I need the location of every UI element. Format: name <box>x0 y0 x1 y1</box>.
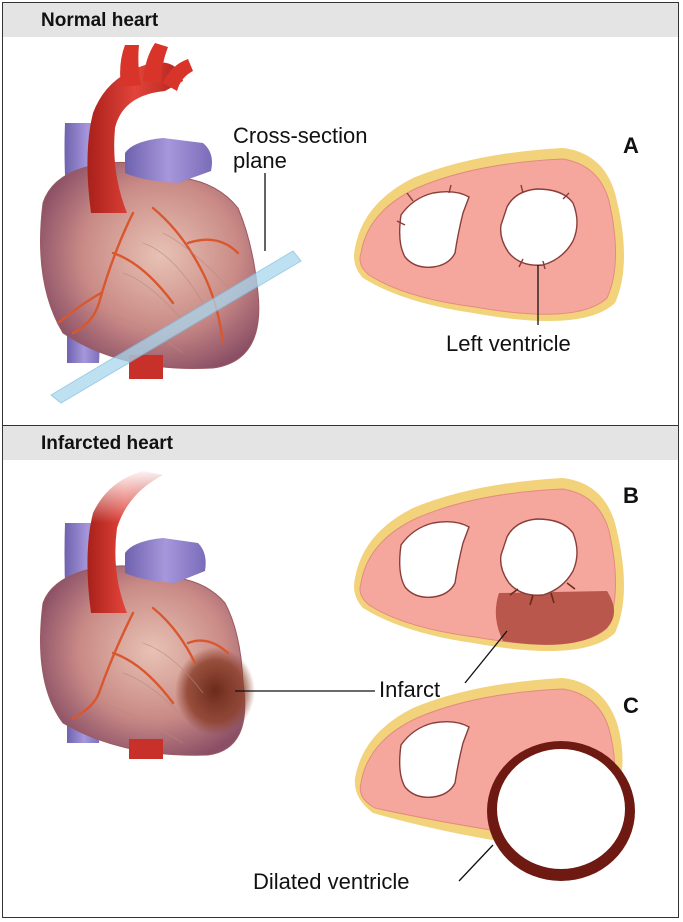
cross-section-label-line1: Cross-section <box>233 123 367 148</box>
infarct-label: Infarct <box>379 677 440 702</box>
cross-section-b <box>354 478 624 683</box>
cross-section-label: Cross-section plane <box>233 123 367 174</box>
left-ventricle-label: Left ventricle <box>446 331 571 356</box>
normal-heart-illustration <box>41 43 302 403</box>
cross-section-c <box>355 678 635 881</box>
letter-a: A <box>623 133 639 159</box>
cross-section-a <box>354 148 624 325</box>
dilated-ventricle-label: Dilated ventricle <box>253 869 410 894</box>
letter-c: C <box>623 693 639 719</box>
infarcted-heart-illustration <box>33 468 375 759</box>
cross-section-label-line2: plane <box>233 148 367 173</box>
letter-b: B <box>623 483 639 509</box>
